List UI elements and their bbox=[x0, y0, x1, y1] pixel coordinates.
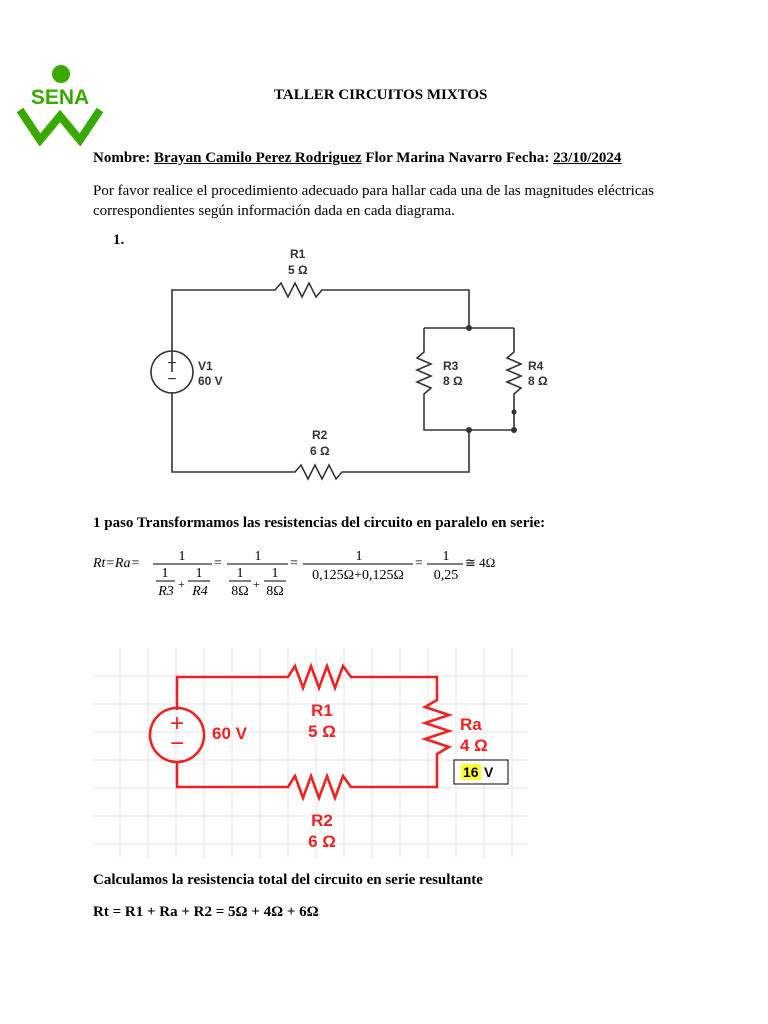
rt-equation: Rt = R1 + Ra + R2 = 5Ω + 4Ω + 6Ω bbox=[93, 904, 319, 920]
r3-value: 8 Ω bbox=[443, 374, 463, 388]
voltage-value: 16 bbox=[463, 764, 479, 780]
intro-paragraph: Por favor realice el procedimiento adecu… bbox=[93, 183, 654, 219]
formula-lhs: Rt=Ra= bbox=[92, 556, 140, 571]
step1-heading: 1 paso Transformamos las resistencias de… bbox=[93, 515, 546, 531]
voltage-highlight bbox=[461, 764, 481, 780]
frac1-a-num: 1 bbox=[162, 566, 169, 581]
frac3-num: 1 bbox=[356, 549, 363, 564]
minus-sign: − bbox=[167, 371, 176, 388]
student-name-2: Flor Marina Navarro bbox=[365, 150, 503, 166]
frac4-den: 0,25 bbox=[434, 568, 459, 583]
calc-heading: Calculamos la resistencia total del circ… bbox=[93, 872, 483, 888]
frac1-num: 1 bbox=[179, 549, 186, 564]
r3-name: R3 bbox=[443, 359, 459, 373]
fecha-value: 23/10/2024 bbox=[553, 150, 622, 166]
eq-1: = bbox=[214, 556, 222, 571]
nombre-label: Nombre: bbox=[93, 150, 151, 166]
logo-text: SENA bbox=[31, 86, 89, 109]
frac4-num: 1 bbox=[443, 549, 450, 564]
frac3-den: 0,125Ω+0,125Ω bbox=[312, 568, 404, 583]
r1-value-red: 5 Ω bbox=[308, 722, 336, 741]
frac2-b-num: 1 bbox=[272, 566, 279, 581]
header-line: Nombre: Brayan Camilo Perez Rodriguez Fl… bbox=[93, 150, 621, 167]
v1-name: V1 bbox=[198, 359, 213, 373]
circuit-diagram-1: + − V1 60 V R1 5 Ω R2 6 Ω R3 8 Ω R4 8 Ω bbox=[150, 247, 548, 481]
parallel-formula: Rt=Ra= 1 1 R3 + 1 R4 = 1 1 8Ω + 1 8Ω = 1… bbox=[92, 549, 495, 599]
frac2-a-num: 1 bbox=[237, 566, 244, 581]
frac1-r3: R3 bbox=[157, 584, 174, 599]
item-number: 1. bbox=[113, 232, 125, 248]
eq-3: = bbox=[415, 556, 423, 571]
r1-name: R1 bbox=[290, 247, 306, 261]
r2-value: 6 Ω bbox=[310, 444, 330, 458]
logo-figure bbox=[16, 107, 104, 146]
circuit-diagram-2: + − 60 V R1 5 Ω R2 6 Ω Ra 4 Ω 16 V bbox=[92, 648, 528, 858]
source-minus: − bbox=[170, 730, 184, 757]
r4-value: 8 Ω bbox=[528, 374, 548, 388]
frac2-a-den: 8Ω bbox=[231, 584, 248, 599]
r2-name-red: R2 bbox=[311, 811, 333, 830]
r2-name: R2 bbox=[312, 428, 328, 442]
student-name-1: Brayan Camilo Perez Rodriguez bbox=[153, 150, 362, 166]
frac2-b-den: 8Ω bbox=[266, 584, 283, 599]
frac1-b-num: 1 bbox=[196, 566, 203, 581]
frac2-num: 1 bbox=[255, 549, 262, 564]
ra-name: Ra bbox=[460, 715, 482, 734]
voltage-unit: V bbox=[484, 764, 494, 780]
eq-2: = bbox=[290, 556, 298, 571]
r1-name-red: R1 bbox=[311, 701, 333, 720]
page-title: TALLER CIRCUITOS MIXTOS bbox=[274, 87, 488, 103]
sena-logo: SENA bbox=[16, 65, 104, 146]
r2-value-red: 6 Ω bbox=[308, 832, 336, 851]
ra-value: 4 Ω bbox=[460, 736, 488, 755]
r4-name: R4 bbox=[528, 359, 544, 373]
frac1-plus: + bbox=[178, 577, 185, 591]
fecha-label: Fecha: bbox=[506, 150, 550, 166]
logo-head bbox=[52, 65, 70, 83]
frac2-plus: + bbox=[253, 577, 260, 591]
r1-value: 5 Ω bbox=[288, 263, 308, 277]
plus-sign: + bbox=[167, 355, 176, 372]
formula-result: ≅ 4Ω bbox=[465, 555, 495, 570]
source-value: 60 V bbox=[212, 724, 248, 743]
v1-value: 60 V bbox=[198, 374, 223, 388]
frac1-r4: R4 bbox=[191, 584, 208, 599]
source-plus: + bbox=[170, 710, 184, 737]
